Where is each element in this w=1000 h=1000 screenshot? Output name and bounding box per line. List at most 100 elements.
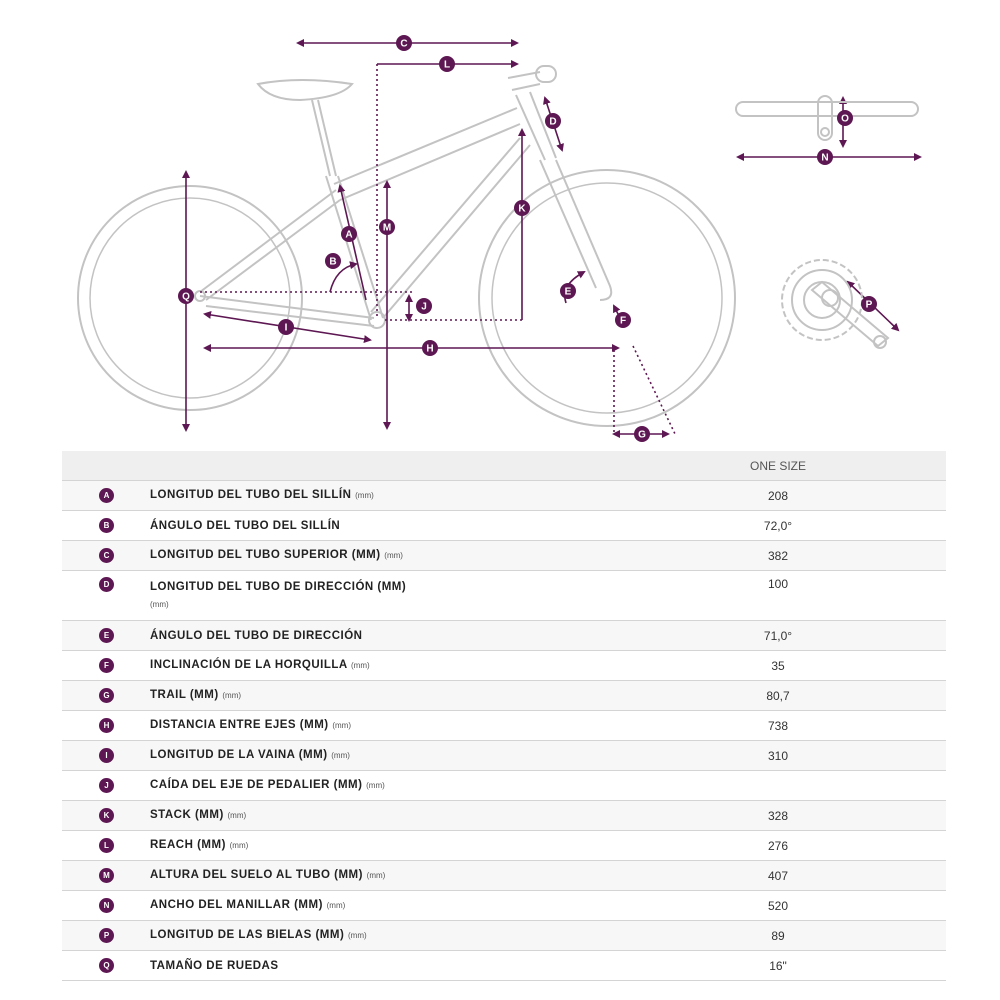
- row-badge-cell: P: [62, 920, 150, 951]
- marker-l: L: [439, 56, 455, 72]
- row-value-cell: [610, 770, 946, 801]
- marker-p: P: [861, 296, 877, 312]
- row-label: INCLINACIÓN DE LA HORQUILLA: [150, 659, 348, 671]
- row-badge-cell: I: [62, 740, 150, 771]
- row-label-cell: STACK (MM) (mm): [150, 800, 610, 831]
- marker-c: C: [396, 35, 412, 51]
- row-unit: (mm): [229, 841, 249, 850]
- row-label: ÁNGULO DEL TUBO DE DIRECCIÓN: [150, 629, 363, 642]
- row-label-cell: ANCHO DEL MANILLAR (MM) (mm): [150, 890, 610, 921]
- row-badge: H: [99, 718, 114, 733]
- row-value-cell: 71,0°: [610, 620, 946, 651]
- front-wheel: [478, 169, 736, 427]
- row-label-cell: CAÍDA DEL EJE DE PEDALIER (MM) (mm): [150, 770, 610, 801]
- row-value: 328: [767, 808, 789, 823]
- row-label-cell: LONGITUD DEL TUBO SUPERIOR (MM) (mm): [150, 540, 610, 571]
- row-badge: Q: [99, 958, 114, 973]
- row-label-cell: LONGITUD DE LAS BIELAS (MM) (mm): [150, 920, 610, 951]
- marker-o: O: [837, 110, 853, 126]
- row-unit: (mm): [366, 781, 385, 790]
- crankset-detail: [781, 259, 890, 349]
- marker-letter: Q: [182, 292, 190, 303]
- row-value: 208: [767, 488, 789, 503]
- row-label: CAÍDA DEL EJE DE PEDALIER (MM): [150, 779, 363, 791]
- saddle: [256, 79, 354, 102]
- row-label: TAMAÑO DE RUEDAS: [150, 959, 279, 972]
- top-tube: [333, 107, 521, 201]
- marker-letter: N: [821, 153, 828, 164]
- row-badge-cell: A: [62, 480, 150, 511]
- row-label-cell: LONGITUD DEL TUBO DE DIRECCIÓN (MM) (mm): [150, 570, 610, 621]
- row-value-cell: 89: [610, 920, 946, 951]
- row-badge-cell: M: [62, 860, 150, 891]
- row-badge: J: [99, 778, 114, 793]
- row-badge-cell: K: [62, 800, 150, 831]
- row-value-cell: 35: [610, 650, 946, 681]
- row-label: ÁNGULO DEL TUBO DEL SILLÍN: [150, 519, 341, 532]
- row-value: 16": [769, 958, 787, 973]
- row-label-cell: INCLINACIÓN DE LA HORQUILLA (mm): [150, 650, 610, 681]
- row-label-cell: REACH (MM) (mm): [150, 830, 610, 861]
- row-badge-cell: G: [62, 680, 150, 711]
- row-badge-cell: C: [62, 540, 150, 571]
- row-badge: P: [99, 928, 114, 943]
- row-label: LONGITUD DEL TUBO DEL SILLÍN: [150, 489, 352, 501]
- row-value: 35: [771, 658, 785, 673]
- row-value-cell: 407: [610, 860, 946, 891]
- marker-h: H: [422, 340, 438, 356]
- row-badge: G: [99, 688, 114, 703]
- seat-tube: [325, 175, 384, 321]
- header-badge-cell: [62, 451, 150, 481]
- row-label-cell: ÁNGULO DEL TUBO DE DIRECCIÓN: [150, 620, 610, 651]
- row-unit: (mm): [150, 600, 169, 609]
- row-label: STACK (MM): [150, 809, 224, 821]
- row-label-cell: TAMAÑO DE RUEDAS: [150, 950, 610, 981]
- marker-letter: G: [638, 430, 646, 441]
- marker-letter: J: [421, 302, 427, 313]
- row-label: LONGITUD DE LAS BIELAS (MM): [150, 929, 345, 941]
- row-value: 89: [771, 928, 785, 943]
- marker-letter: B: [329, 257, 336, 268]
- row-unit: (mm): [326, 901, 346, 910]
- table-row: Q TAMAÑO DE RUEDAS 16": [62, 950, 946, 981]
- row-unit: (mm): [227, 811, 247, 820]
- row-badge-cell: J: [62, 770, 150, 801]
- row-badge: B: [99, 518, 114, 533]
- marker-letter: E: [565, 287, 572, 298]
- marker-a: A: [341, 226, 357, 242]
- row-value-cell: 16": [610, 950, 946, 981]
- marker-letter: P: [866, 300, 873, 311]
- marker-f: F: [615, 312, 631, 328]
- seat-stay: [199, 189, 341, 301]
- row-unit: (mm): [331, 751, 350, 760]
- marker-letter: H: [426, 344, 433, 355]
- row-value: 72,0°: [763, 518, 793, 533]
- row-label-cell: LONGITUD DEL TUBO DEL SILLÍN (mm): [150, 480, 610, 511]
- row-value: 520: [767, 898, 789, 913]
- row-label: LONGITUD DEL TUBO DE DIRECCIÓN (MM): [150, 581, 407, 593]
- handlebar-detail: [735, 95, 919, 141]
- marker-k: K: [514, 200, 530, 216]
- marker-e: E: [560, 283, 576, 299]
- row-value-cell: 310: [610, 740, 946, 771]
- marker-letter: M: [383, 223, 391, 234]
- row-value: 100: [767, 577, 789, 591]
- row-value-cell: 208: [610, 480, 946, 511]
- row-unit: (mm): [384, 551, 403, 560]
- row-value: 310: [767, 748, 789, 763]
- marker-letter: D: [549, 117, 556, 128]
- marker-q: Q: [178, 288, 194, 304]
- row-badge: K: [99, 808, 114, 823]
- row-badge-cell: D: [62, 570, 150, 621]
- marker-letter: L: [444, 60, 450, 71]
